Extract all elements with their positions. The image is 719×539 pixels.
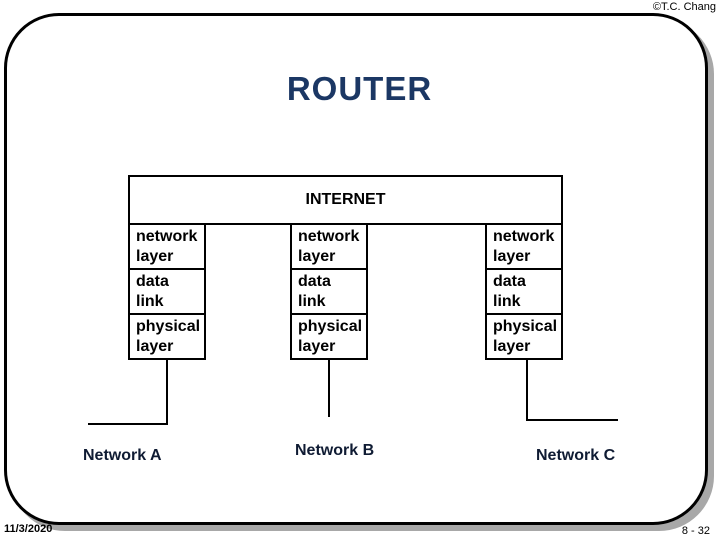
protocol-stack-b: network layer data link physical layer bbox=[290, 223, 368, 360]
connector-line-b-vertical bbox=[328, 360, 330, 417]
layer-cell-datalink: data link bbox=[485, 268, 563, 315]
protocol-stack-a: network layer data link physical layer bbox=[128, 223, 206, 360]
layer-cell-network: network layer bbox=[290, 223, 368, 270]
layer-cell-datalink: data link bbox=[290, 268, 368, 315]
internet-label: INTERNET bbox=[305, 191, 386, 208]
layer-cell-physical: physical layer bbox=[485, 313, 563, 360]
network-a-label: Network A bbox=[83, 447, 162, 464]
copyright-text: ©T.C. Chang bbox=[652, 1, 716, 13]
internet-box: INTERNET bbox=[128, 175, 563, 225]
network-c-label: Network C bbox=[536, 447, 616, 464]
layer-cell-network: network layer bbox=[485, 223, 563, 270]
footer-date: 11/3/2020 bbox=[4, 523, 53, 535]
connector-line-c-vertical bbox=[526, 360, 528, 421]
connector-line-c-horizontal bbox=[526, 419, 618, 421]
layer-cell-datalink: data link bbox=[128, 268, 206, 315]
layer-cell-physical: physical layer bbox=[128, 313, 206, 360]
network-b-label: Network B bbox=[295, 442, 375, 459]
connector-line-a-vertical bbox=[166, 360, 168, 425]
connector-line-a-horizontal bbox=[88, 423, 168, 425]
layer-cell-network: network layer bbox=[128, 223, 206, 270]
layer-cell-physical: physical layer bbox=[290, 313, 368, 360]
footer-page-number: 8 - 32 bbox=[681, 525, 710, 537]
protocol-stack-c: network layer data link physical layer bbox=[485, 223, 563, 360]
slide-title: ROUTER bbox=[286, 70, 433, 107]
